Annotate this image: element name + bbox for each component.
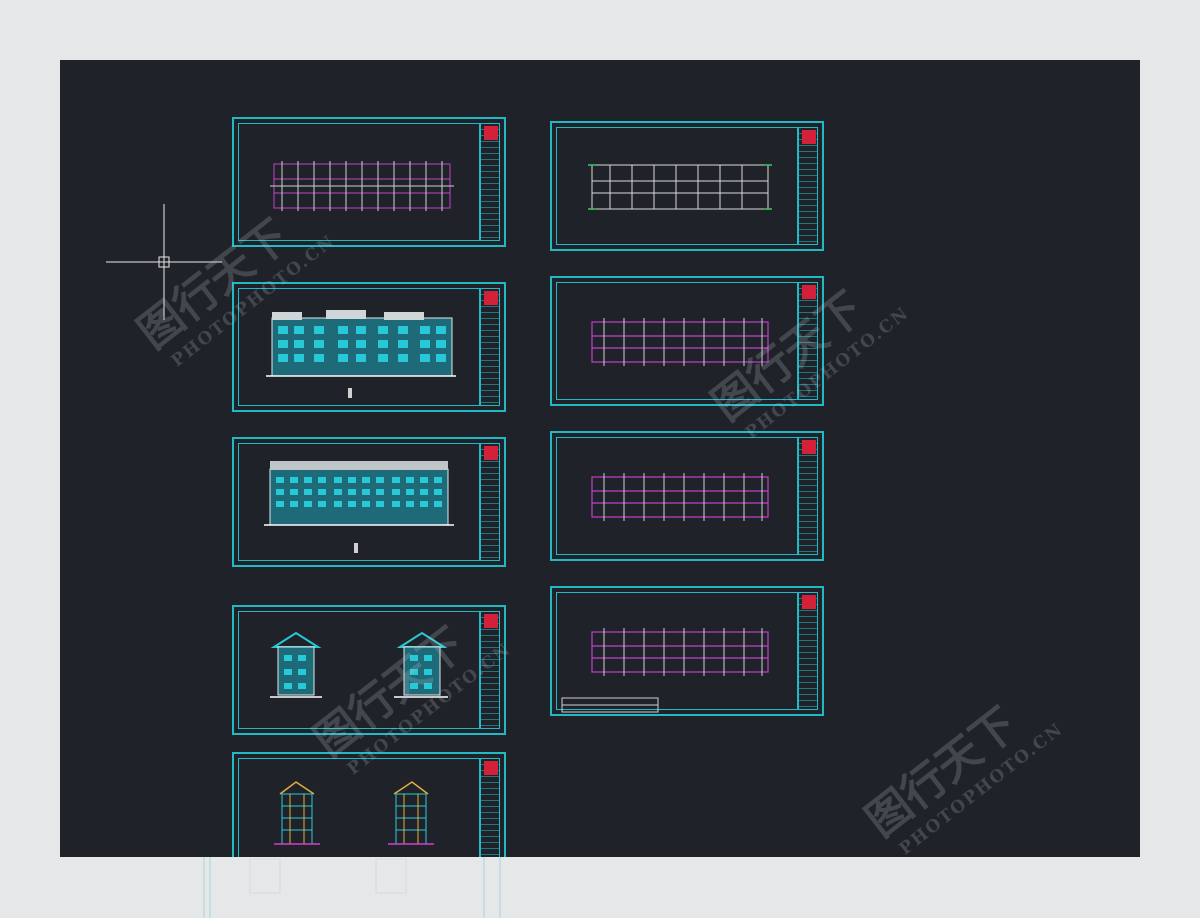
title-block [480,288,500,406]
sheet-frame [556,592,798,710]
drawing-sheet-7[interactable] [550,276,824,406]
title-block [798,282,818,400]
title-block [480,443,500,561]
floor-plan-drawing [270,161,454,211]
title-block [798,592,818,710]
title-block-logo-icon [802,440,816,454]
sheet-frame [556,282,798,400]
sheet-frame [238,758,480,857]
sheet-frame [556,127,798,245]
rear-elevation-drawing [264,461,454,553]
title-block [480,123,500,241]
title-block [480,758,500,857]
drawing-sheet-2[interactable] [232,282,506,412]
floor-plan-drawing [591,318,769,366]
title-block-logo-icon [802,285,816,299]
side-elevation-drawing [270,631,448,698]
title-block-logo-icon [484,126,498,140]
drawing-sheet-8[interactable] [550,431,824,561]
sheet-frame [238,288,480,406]
floor-plan-drawing [588,164,772,210]
drawing-sheet-9[interactable] [550,586,824,716]
title-block-logo-icon [484,291,498,305]
sheet-frame [238,611,480,729]
title-block-logo-icon [484,761,498,775]
title-block [798,437,818,555]
title-block-logo-icon [484,446,498,460]
title-block-logo-icon [484,614,498,628]
drawing-sheet-1[interactable] [232,117,506,247]
drawing-sheet-5[interactable] [232,752,506,857]
sheet-frame [238,443,480,561]
sheet-frame [238,123,480,241]
section-drawing [274,781,434,845]
drawing-sheet-6[interactable] [550,121,824,251]
crosshair-cursor-icon [106,204,222,320]
cad-drawing-canvas[interactable]: 图行天下 PHOTOPHOTO.CN 图行天下 PHOTOPHOTO.CN 图行… [60,60,1140,857]
drawing-sheet-4[interactable] [232,605,506,735]
watermark: 图行天下 PHOTOPHOTO.CN [856,698,1068,857]
title-block [480,611,500,729]
title-block [798,127,818,245]
sheet-frame [556,437,798,555]
title-block-logo-icon [802,130,816,144]
canvas-reflection [203,857,501,918]
floor-plan-drawing [561,628,769,713]
title-block-logo-icon [802,595,816,609]
floor-plan-drawing [591,473,769,521]
front-elevation-drawing [266,310,456,398]
drawing-sheet-3[interactable] [232,437,506,567]
